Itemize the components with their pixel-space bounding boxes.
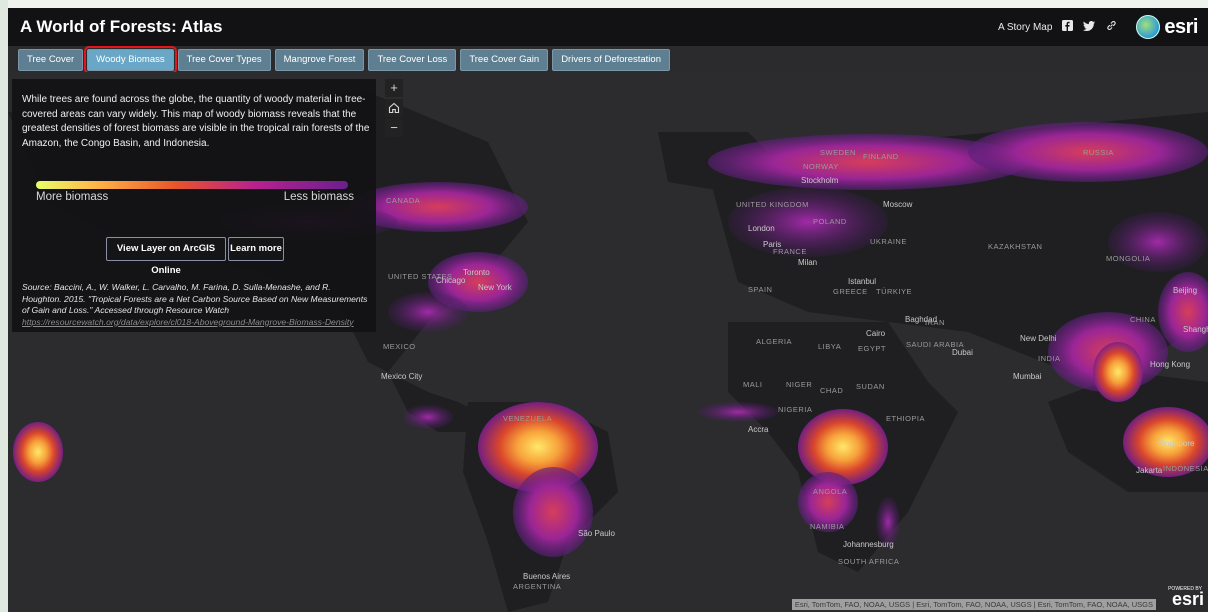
source-link[interactable]: https://resourcewatch.org/data/explore/c… [22,316,354,327]
biomass-tropical [13,342,1208,557]
map-label: NIGERIA [778,405,813,414]
esri-wordmark: esri [1164,15,1198,38]
page-title: A World of Forests: Atlas [20,17,223,36]
city-label: Accra [748,425,769,434]
map-label: INDIA [1038,354,1061,363]
powered-by-esri-logo[interactable]: esri [1171,589,1204,609]
map-label: CHINA [1130,315,1156,324]
map-label: MEXICO [383,342,416,351]
city-label: Jakarta [1136,466,1163,475]
tab-tree-cover-types[interactable]: Tree Cover Types [177,49,271,71]
legend-low-label: More biomass [36,191,109,203]
home-button[interactable] [385,99,403,117]
legend-high-label: Less biomass [283,191,354,203]
biomass-legend-ramp [36,181,348,189]
zoom-out-button[interactable]: − [385,119,403,137]
map-label: KAZAKHSTAN [988,242,1043,251]
map-label: SOUTH AFRICA [838,557,900,566]
tab-woody-biomass[interactable]: Woody Biomass [84,46,177,74]
city-label: Mexico City [381,372,423,381]
tab-drivers-of-deforestation[interactable]: Drivers of Deforestation [552,49,670,71]
map-attribution[interactable]: Esri, TomTom, FAO, NOAA, USGS | Esri, To… [791,599,1156,610]
city-label: Mumbai [1013,372,1042,381]
map-label: MONGOLIA [1106,254,1151,263]
facebook-icon[interactable] [1060,20,1074,34]
tab-tree-cover[interactable]: Tree Cover [18,49,84,71]
source-citation: Source: Baccini, A., W. Walker, L. Carva… [22,282,368,328]
city-label: New York [478,283,512,292]
map-label: IRAN [925,318,945,327]
esri-logo[interactable]: esri [1136,15,1198,39]
tab-tree-cover-gain[interactable]: Tree Cover Gain [460,49,549,71]
source-text: Source: Baccini, A., W. Walker, L. Carva… [22,282,368,315]
page-frame [0,0,8,612]
map-label: EGYPT [858,344,886,353]
map-label: MALI [743,380,763,389]
city-label: Shanghai [1183,325,1208,334]
map-label: NAMIBIA [810,522,845,531]
city-label: Istanbul [848,277,877,286]
city-label: New Delhi [1020,334,1057,343]
globe-icon [1136,15,1161,39]
tab-tree-cover-loss[interactable]: Tree Cover Loss [368,49,457,71]
city-label: Stockholm [801,176,839,185]
city-label: Moscow [883,200,913,209]
map-label: ARGENTINA [513,582,562,591]
city-label: Chicago [436,276,466,285]
map-label: SAUDI ARABIA [906,340,965,349]
city-label: Cairo [866,329,886,338]
map-label: NIGER [786,380,813,389]
city-label: Johannesburg [843,540,894,549]
layer-tabs: Tree Cover Woody Biomass Tree Cover Type… [18,46,670,74]
map-label: ALGERIA [756,337,793,346]
powered-by-label: POWERED BY [1168,586,1202,592]
map-label: NORWAY [803,162,839,171]
header-actions: A Story Map esri [998,14,1198,40]
city-label: Milan [798,258,818,267]
story-map-app: A World of Forests: Atlas A Story Map es… [8,8,1208,612]
city-label: Buenos Aires [523,572,571,581]
city-label: Toronto [463,268,490,277]
city-label: Beijing [1173,286,1198,295]
city-label: Dubai [952,348,973,357]
map-label: ANGOLA [813,487,848,496]
map-label: LIBYA [818,342,842,351]
learn-more-button[interactable]: Learn more [228,237,284,261]
map-label: UNITED KINGDOM [736,200,809,209]
view-layer-button[interactable]: View Layer on ArcGIS Online [106,237,226,276]
map-label: TÜRKIYE [876,287,913,296]
link-icon[interactable] [1104,20,1118,34]
header-bar: A World of Forests: Atlas A Story Map es… [8,8,1208,46]
map-label: FINLAND [863,152,899,161]
map-label: SPAIN [748,285,773,294]
map-label: UNITED STATES [388,272,453,281]
map-label: VENEZUELA [503,414,553,423]
layer-info-panel: While trees are found across the globe, … [12,79,376,332]
story-map-label[interactable]: A Story Map [997,21,1053,33]
city-label: Hong Kong [1150,360,1191,369]
city-label: São Paulo [578,529,615,538]
twitter-icon[interactable] [1082,20,1096,34]
map-label: CHAD [820,386,844,395]
map-label: POLAND [813,217,847,226]
tab-mangrove-forest[interactable]: Mangrove Forest [274,49,365,71]
city-label: Paris [763,240,782,249]
map-label: CANADA [386,196,421,205]
map-label: FRANCE [773,247,807,256]
layer-description: While trees are found across the globe, … [22,94,370,149]
map-label: UKRAINE [870,237,907,246]
map-label: ETHIOPIA [886,414,926,423]
zoom-in-button[interactable]: + [385,79,403,97]
city-label: London [748,224,775,233]
home-icon [388,102,400,114]
city-label: Baghdad [905,315,938,324]
map-label: INDONESIA [1163,464,1208,473]
map-label: SWEDEN [820,148,856,157]
zoom-controls: + − [385,79,403,137]
map-label: RUSSIA [1083,148,1114,157]
map-label: GREECE [833,287,868,296]
map-label: SUDAN [856,382,885,391]
city-label: Singapore [1158,439,1195,448]
